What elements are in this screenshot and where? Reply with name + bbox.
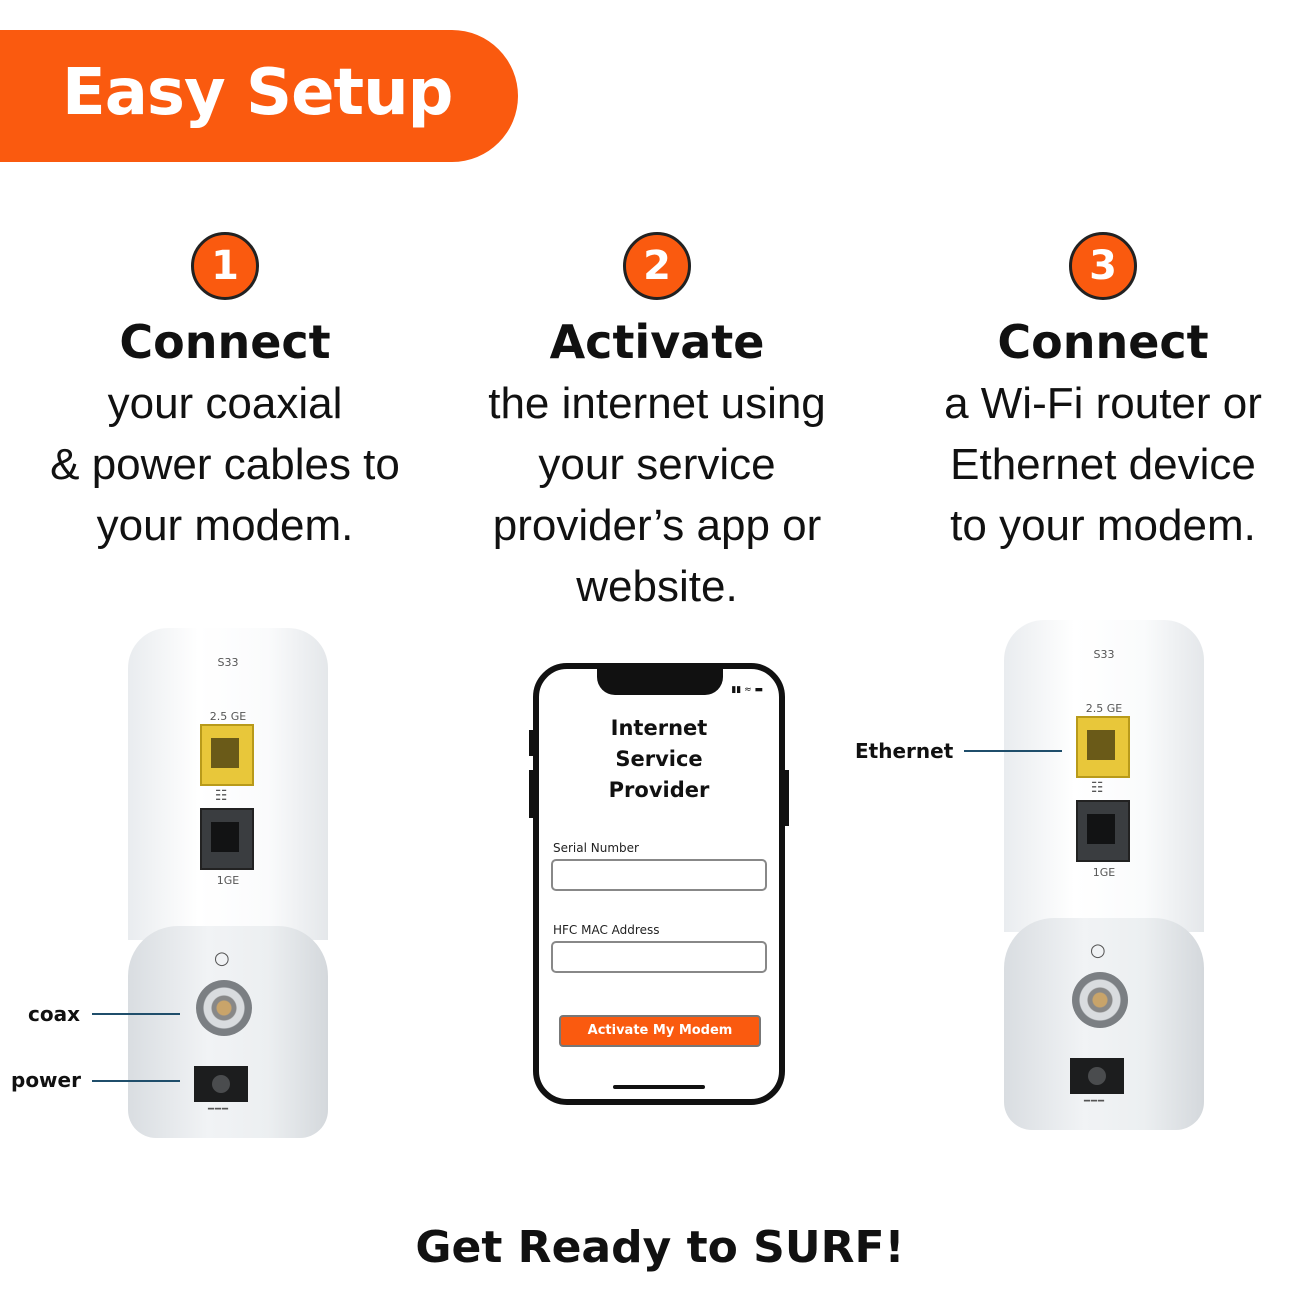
- network-icon: ☷: [215, 788, 228, 804]
- mac-address-input[interactable]: [551, 941, 767, 973]
- coax-callout-line: [92, 1013, 180, 1015]
- step-description-line: your coaxial: [107, 379, 343, 428]
- step-description-line: your service: [538, 440, 776, 489]
- banner-title: Easy Setup: [62, 56, 453, 130]
- step-number-badge: 3: [1069, 232, 1137, 300]
- step-description-line: a Wi-Fi router or: [944, 379, 1262, 428]
- step-number-badge: 1: [191, 232, 259, 300]
- step-title: Activate: [549, 315, 765, 369]
- power-callout-line: [92, 1080, 180, 1082]
- coax-port: [196, 980, 252, 1036]
- serial-number-label: Serial Number: [553, 841, 639, 855]
- step-number-badge: 2: [623, 232, 691, 300]
- step-description-line: your modem.: [96, 501, 354, 550]
- step-1: 1 Connect your coaxial & power cables to…: [10, 232, 440, 556]
- phone-side-button: [529, 730, 533, 756]
- isp-title-line: Service: [615, 747, 703, 771]
- port-2-5ge-label: 2.5 GE: [209, 710, 247, 723]
- step-description: your coaxial & power cables to your mode…: [10, 373, 440, 556]
- dc-symbol-icon: ━━━: [208, 1104, 230, 1115]
- power-port: [1070, 1058, 1124, 1094]
- ethernet-2-5ge-port: [1076, 716, 1130, 778]
- phone-side-button: [529, 770, 533, 818]
- mac-address-label: HFC MAC Address: [553, 923, 660, 937]
- step-description-line: the internet using: [488, 379, 826, 428]
- phone-mockup: ▮▮ ≈ ▬ Internet Service Provider Serial …: [533, 663, 785, 1105]
- modem-model-label: S33: [217, 656, 239, 669]
- port-1ge-label: 1GE: [1092, 866, 1116, 879]
- step-2: 2 Activate the internet using your servi…: [442, 232, 872, 617]
- step-description: a Wi-Fi router or Ethernet device to you…: [888, 373, 1300, 556]
- home-indicator: [613, 1085, 705, 1089]
- coax-symbol-icon: ○: [214, 948, 230, 969]
- power-callout-label: power: [11, 1068, 81, 1092]
- ethernet-1ge-port: [200, 808, 254, 870]
- coax-port: [1072, 972, 1128, 1028]
- step-description-line: Ethernet device: [950, 440, 1256, 489]
- step-description-line: website.: [576, 562, 738, 611]
- serial-number-input[interactable]: [551, 859, 767, 891]
- step-description-line: & power cables to: [50, 440, 400, 489]
- network-icon: ☷: [1091, 780, 1104, 796]
- dc-symbol-icon: ━━━: [1084, 1096, 1106, 1107]
- ethernet-2-5ge-port: [200, 724, 254, 786]
- modem-image-left: S33 2.5 GE ☷ 1GE ○ ━━━: [128, 628, 328, 1148]
- step-description: the internet using your service provider…: [442, 373, 872, 617]
- isp-title-line: Internet: [610, 716, 708, 740]
- footer-tagline: Get Ready to SURF!: [415, 1222, 905, 1273]
- power-port: [194, 1066, 248, 1102]
- coax-callout-label: coax: [28, 1002, 80, 1026]
- port-1ge-label: 1GE: [216, 874, 240, 887]
- ethernet-callout-label: Ethernet: [855, 739, 954, 763]
- step-title: Connect: [997, 315, 1209, 369]
- isp-title-line: Provider: [608, 778, 710, 802]
- status-bar-icons: ▮▮ ≈ ▬: [731, 685, 763, 695]
- step-title: Connect: [119, 315, 331, 369]
- step-3: 3 Connect a Wi-Fi router or Ethernet dev…: [888, 232, 1300, 556]
- coax-symbol-icon: ○: [1090, 940, 1106, 961]
- isp-title: Internet Service Provider: [539, 713, 779, 806]
- ethernet-1ge-port: [1076, 800, 1130, 862]
- ethernet-callout-line: [964, 750, 1062, 752]
- step-description-line: provider’s app or: [492, 501, 822, 550]
- easy-setup-banner: Easy Setup: [0, 30, 518, 162]
- step-description-line: to your modem.: [950, 501, 1256, 550]
- activate-modem-button[interactable]: Activate My Modem: [559, 1015, 761, 1047]
- phone-notch: [597, 667, 723, 695]
- modem-model-label: S33: [1093, 648, 1115, 661]
- phone-side-button: [785, 770, 789, 826]
- port-2-5ge-label: 2.5 GE: [1085, 702, 1123, 715]
- modem-image-right: S33 2.5 GE ☷ 1GE ○ ━━━: [1004, 620, 1204, 1140]
